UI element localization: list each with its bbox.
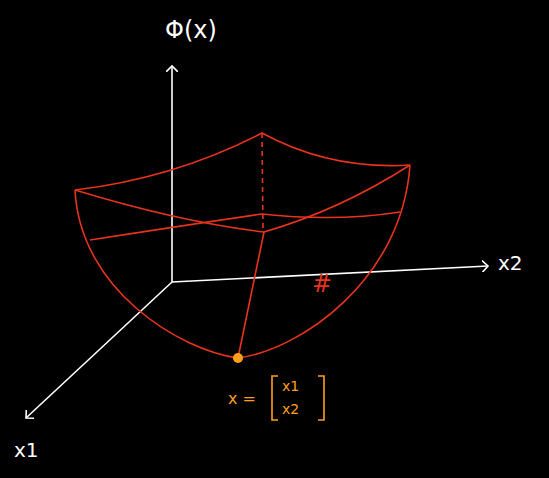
contour [90,212,400,240]
minimum-point [233,353,243,363]
right-bracket [318,376,324,420]
point-label: x = [228,391,256,407]
right-side [238,165,410,358]
left-bracket [272,376,278,420]
matrix-entry: x2 [282,402,299,416]
phi-axis [171,66,173,282]
surface-mark: # [312,272,332,296]
surface [75,133,410,358]
front-line [238,232,264,358]
matrix-brackets [272,376,324,420]
x1-axis [26,282,172,418]
front-rim [75,165,410,232]
left-side [75,190,238,358]
dashed-axis-line [262,133,263,232]
back-rim [75,133,410,190]
matrix-entry: x1 [282,379,299,393]
axis-label: x1 [14,440,39,460]
axes [26,66,488,418]
axis-label: Φ(x) [165,18,217,42]
axis-label: x2 [498,253,523,273]
